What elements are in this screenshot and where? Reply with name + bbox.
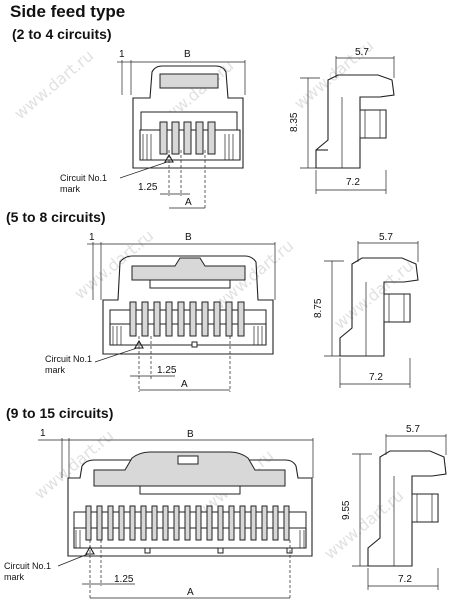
circuit-mark-label: Circuit No.1 — [60, 173, 107, 183]
height-label-2-4: 8.35 — [289, 112, 300, 132]
side-ribs — [142, 134, 234, 160]
dim-label-width: 5.7 — [406, 424, 420, 435]
front-view-9-15: 1 B — [4, 428, 314, 600]
side-view-2-4: 5.7 8.35 7.2 — [289, 47, 395, 194]
side-view-5-8: 5.7 8.75 7.2 — [313, 232, 419, 388]
contact-row — [129, 301, 245, 337]
dim-label-1: 1 — [40, 428, 46, 439]
side-ribs — [75, 530, 305, 548]
pitch-label: 1.25 — [138, 182, 158, 193]
square-mark — [286, 547, 293, 554]
dim-label-width: 5.7 — [355, 47, 369, 58]
depth-label-5-8: 7.2 — [369, 372, 383, 383]
depth-label-2-4: 7.2 — [346, 177, 360, 188]
pitch-label: 1.25 — [157, 365, 177, 376]
dim-label-b: B — [184, 49, 191, 60]
contact-row — [159, 121, 216, 155]
square-mark — [144, 547, 151, 554]
side-view-9-15: 5.7 9.55 7.2 — [341, 424, 447, 590]
side-ribs — [112, 326, 263, 345]
dim-label-b: B — [187, 429, 194, 440]
contact-row — [85, 505, 290, 541]
dim-label-a: A — [185, 197, 192, 208]
square-mark — [217, 547, 224, 554]
dim-label-b: B — [185, 232, 192, 243]
watermark: www.dart.ru — [70, 226, 157, 303]
dim-label-width: 5.7 — [379, 232, 393, 243]
circuit-mark-label: mark — [45, 365, 65, 375]
circuit-mark-label: mark — [4, 572, 24, 582]
dim-label-a: A — [181, 379, 188, 390]
square-mark — [191, 341, 198, 348]
section-title-5-8: (5 to 8 circuits) — [6, 209, 106, 225]
front-view-5-8: 1 B — [45, 232, 276, 392]
height-label-9-15: 9.55 — [341, 500, 352, 520]
circuit-mark-triangle — [85, 545, 95, 555]
watermark: www.dart.ru — [10, 46, 97, 123]
circuit-mark-label: mark — [60, 184, 80, 194]
depth-label-9-15: 7.2 — [398, 574, 412, 585]
dim-label-1: 1 — [89, 232, 95, 243]
dim-label-1: 1 — [119, 49, 125, 60]
front-view-2-4: 1 B — [60, 49, 246, 210]
page-title: Side feed type — [10, 2, 126, 21]
dim-label-a: A — [187, 587, 194, 598]
section-title-2-4: (2 to 4 circuits) — [12, 26, 112, 42]
height-label-5-8: 8.75 — [313, 298, 324, 318]
section-title-9-15: (9 to 15 circuits) — [6, 405, 114, 421]
pitch-label: 1.25 — [114, 574, 134, 585]
circuit-mark-label: Circuit No.1 — [4, 561, 51, 571]
circuit-mark-label: Circuit No.1 — [45, 354, 92, 364]
